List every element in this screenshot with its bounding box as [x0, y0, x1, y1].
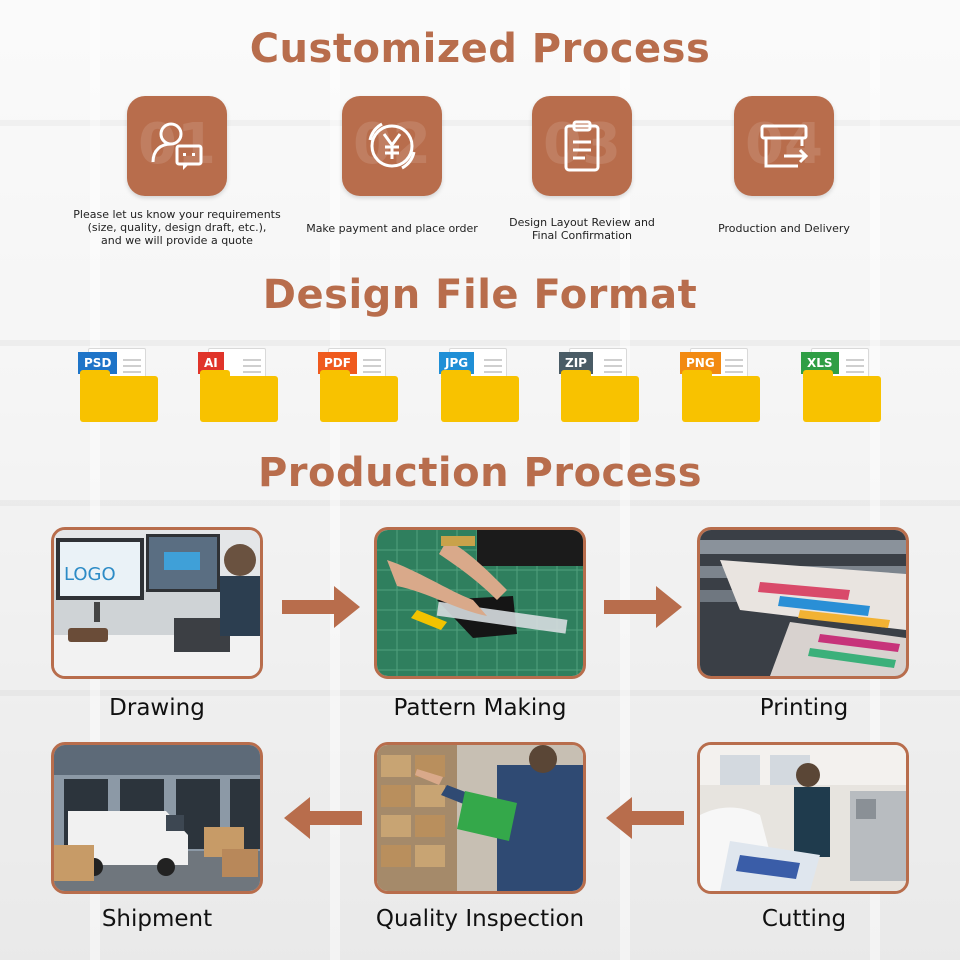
- yen-payment-icon: [368, 122, 416, 170]
- step-caption: Design Layout Review and Final Confirmat…: [509, 216, 655, 242]
- production-label-shipment: Shipment: [101, 906, 213, 932]
- pattern-cutting-photo: [374, 527, 586, 679]
- box-delivery-icon: [760, 124, 809, 168]
- production-process-title: Production Process: [257, 450, 703, 496]
- designer-drawing-photo: LOGO: [51, 527, 263, 679]
- clipboard-list-icon: [564, 120, 600, 172]
- file-format-label: XLS: [801, 352, 839, 374]
- folder-icon: [561, 370, 639, 422]
- arrow-left-icon: [284, 797, 362, 839]
- file-format-label: PNG: [680, 352, 721, 374]
- folder-icon: [441, 370, 519, 422]
- file-format-xls-icon: XLS: [801, 344, 885, 426]
- van-loading-photo: [51, 742, 263, 894]
- production-label-quality-inspection: Quality Inspection: [375, 906, 585, 932]
- production-label-pattern-making: Pattern Making: [393, 695, 567, 721]
- folder-icon: [320, 370, 398, 422]
- step-badge: 02: [342, 96, 442, 196]
- user-chat-icon: [151, 122, 203, 170]
- folder-icon: [200, 370, 278, 422]
- file-format-psd-icon: PSD: [78, 344, 162, 426]
- customized-process-title: Customized Process: [249, 26, 711, 72]
- file-format-png-icon: PNG: [680, 344, 764, 426]
- step-requirements: 01 Please let us know your requirements …: [72, 96, 282, 247]
- file-format-label: AI: [198, 352, 224, 374]
- file-format-pdf-icon: PDF: [318, 344, 402, 426]
- file-format-jpg-icon: JPG: [439, 344, 523, 426]
- step-badge: 01: [127, 96, 227, 196]
- step-layout-review: 03 Design Layout Review and Final Confir…: [477, 96, 687, 242]
- production-label-printing: Printing: [759, 695, 849, 721]
- warehouse-inspection-photo: [374, 742, 586, 894]
- step-badge: 03: [532, 96, 632, 196]
- step-badge: 04: [734, 96, 834, 196]
- production-label-cutting: Cutting: [761, 906, 847, 932]
- step-caption: Please let us know your requirements (si…: [73, 208, 281, 247]
- file-format-label: JPG: [439, 352, 475, 374]
- file-format-zip-icon: ZIP: [559, 344, 643, 426]
- folder-icon: [682, 370, 760, 422]
- arrow-right-icon: [604, 586, 682, 628]
- file-format-label: PSD: [78, 352, 118, 374]
- logo-text: LOGO: [64, 564, 116, 585]
- step-number: 01: [138, 112, 216, 177]
- production-label-drawing: Drawing: [109, 695, 205, 721]
- folder-icon: [803, 370, 881, 422]
- step-delivery: 04 Production and Delivery: [679, 96, 889, 235]
- design-file-format-title: Design File Format: [262, 272, 698, 318]
- folder-icon: [80, 370, 158, 422]
- file-format-label: PDF: [318, 352, 357, 374]
- step-caption: Production and Delivery: [718, 222, 850, 235]
- arrow-left-icon: [606, 797, 684, 839]
- printing-press-photo: [697, 527, 909, 679]
- step-payment: 02 Make payment and place order: [287, 96, 497, 235]
- file-format-label: ZIP: [559, 352, 593, 374]
- step-caption: Make payment and place order: [306, 222, 478, 235]
- cutting-machine-photo: [697, 742, 909, 894]
- arrow-right-icon: [282, 586, 360, 628]
- file-format-ai-icon: AI: [198, 344, 282, 426]
